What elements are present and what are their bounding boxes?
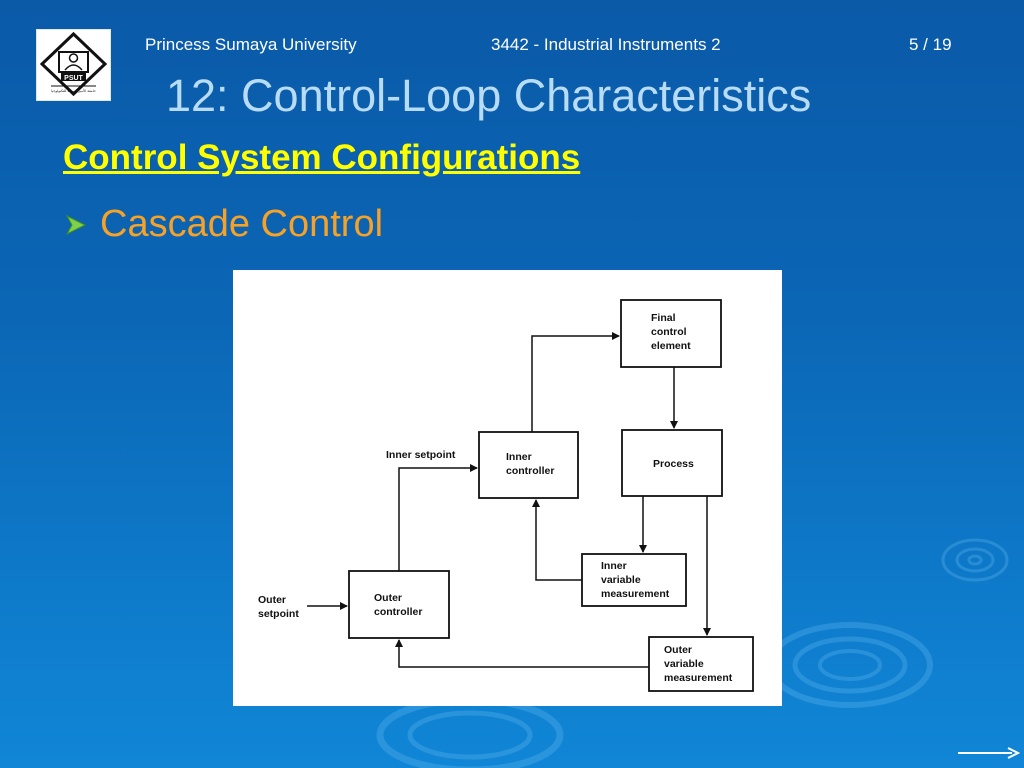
outer-feedback-arrow bbox=[395, 639, 649, 668]
outer-controller-box bbox=[348, 570, 450, 639]
inner-output-arrow bbox=[531, 332, 620, 432]
inner-measurement-box bbox=[581, 553, 687, 607]
logo-acronym: PSUT bbox=[64, 75, 83, 82]
slide-title: 12: Control-Loop Characteristics bbox=[166, 70, 812, 121]
university-name: Princess Sumaya University bbox=[145, 35, 357, 54]
inner-setpoint-label: Inner setpoint bbox=[386, 449, 456, 461]
process-box bbox=[621, 429, 723, 497]
diagram-lines bbox=[307, 299, 754, 692]
course-name: 3442 - Industrial Instruments 2 bbox=[491, 35, 721, 54]
outer-measurement-label: Outer variable measurement bbox=[664, 644, 733, 684]
inner-feedback-arrow bbox=[532, 499, 582, 581]
outer-measurement-box bbox=[648, 636, 754, 692]
cascade-control-diagram: Final control element Process Inner cont… bbox=[233, 270, 782, 706]
final-control-element-label: Final control element bbox=[651, 312, 691, 352]
inner-setpoint-arrow bbox=[398, 464, 478, 571]
outer-controller-label: Outer controller bbox=[374, 592, 423, 618]
logo-emblem-icon: PSUT جامعة الأميرة سمية للتكنولوجيا bbox=[39, 31, 108, 97]
inner-measurement-label: Inner variable measurement bbox=[601, 560, 670, 600]
logo-arabic-text: جامعة الأميرة سمية للتكنولوجيا bbox=[51, 88, 96, 93]
arrowhead-bullet-icon bbox=[65, 214, 87, 235]
outer-setpoint-label: Outer setpoint bbox=[258, 594, 299, 620]
next-slide-arrow-icon[interactable] bbox=[958, 746, 1020, 760]
section-heading: Control System Configurations bbox=[63, 138, 581, 177]
final-control-element-box bbox=[620, 299, 722, 368]
inner-controller-box bbox=[478, 431, 579, 499]
bullet-text: Cascade Control bbox=[100, 203, 384, 245]
bullet-item: Cascade Control bbox=[64, 203, 383, 246]
university-logo: PSUT جامعة الأميرة سمية للتكنولوجيا bbox=[36, 29, 111, 101]
process-label: Process bbox=[653, 458, 694, 470]
page-number: 5 / 19 bbox=[909, 35, 952, 54]
inner-controller-label: Inner controller bbox=[506, 451, 555, 477]
